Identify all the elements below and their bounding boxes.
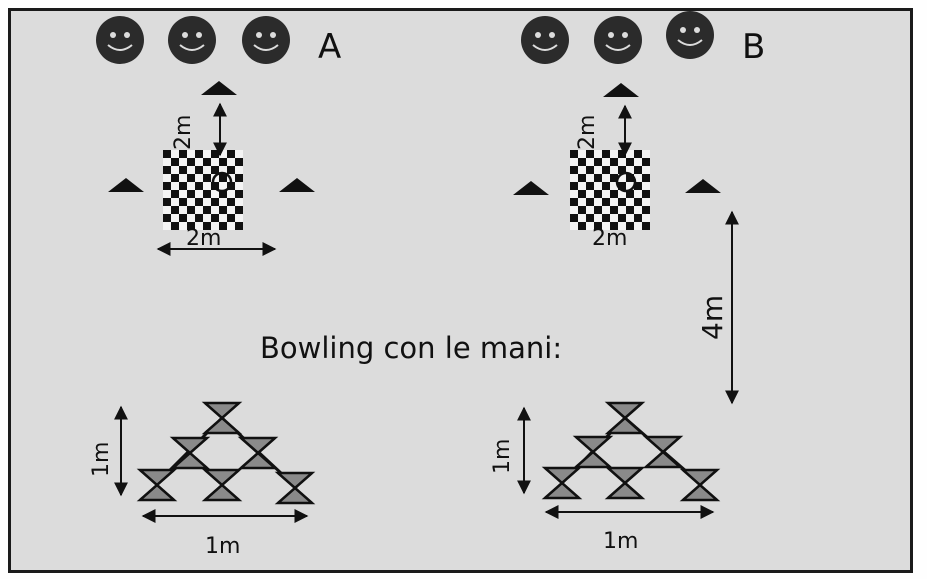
square-vertical-label: 2m xyxy=(171,115,196,150)
smiley-face-icon xyxy=(520,15,570,65)
bowling-pin-icon xyxy=(644,435,682,469)
group-a-label: A xyxy=(318,27,341,67)
square-horizontal-label: 2m xyxy=(592,226,627,251)
bowling-pin-icon xyxy=(171,436,209,470)
square-horizontal-label: 2m xyxy=(186,226,221,251)
smiley-face-icon xyxy=(95,15,145,65)
distance-label: 4m xyxy=(696,295,729,340)
cone-icon xyxy=(513,181,549,195)
smiley-face-icon xyxy=(241,15,291,65)
target-circle xyxy=(615,171,637,193)
bowling-pin-icon xyxy=(606,466,644,500)
smiley-face-icon xyxy=(167,15,217,65)
bowling-pin-icon xyxy=(681,468,719,502)
bowling-pin-icon xyxy=(606,401,644,435)
cone-icon xyxy=(201,81,237,95)
cone-icon xyxy=(108,178,144,192)
square-vertical-label: 2m xyxy=(575,115,600,150)
pyramid-width-label: 1m xyxy=(603,529,638,554)
target-circle xyxy=(211,171,233,193)
group-b: B 2m 2m 4m 1m 1m xyxy=(490,10,765,554)
pyramid-width-label: 1m xyxy=(205,534,240,559)
pyramid-height-label: 1m xyxy=(89,442,114,477)
bowling-pin-icon xyxy=(239,436,277,470)
smiley-face-icon xyxy=(593,15,643,65)
checkerboard-square xyxy=(570,150,650,230)
pyramid-height-label: 1m xyxy=(490,439,515,474)
cone-icon xyxy=(279,178,315,192)
caption: Bowling con le mani: xyxy=(260,331,562,365)
bowling-pin-icon xyxy=(203,468,241,502)
smiley-face-icon xyxy=(665,10,715,60)
pin-pyramid xyxy=(138,401,314,505)
bowling-pin-icon xyxy=(574,435,612,469)
bowling-pin-icon xyxy=(276,471,314,505)
group-a: A 2m 2m 1m 1m xyxy=(89,15,341,559)
bowling-pin-icon xyxy=(138,468,176,502)
cone-icon xyxy=(685,179,721,193)
pin-pyramid xyxy=(543,401,719,502)
bowling-pin-icon xyxy=(203,401,241,435)
bowling-pin-icon xyxy=(543,466,581,500)
cone-icon xyxy=(603,83,639,97)
checkerboard-square xyxy=(163,150,243,230)
group-b-label: B xyxy=(742,27,765,67)
